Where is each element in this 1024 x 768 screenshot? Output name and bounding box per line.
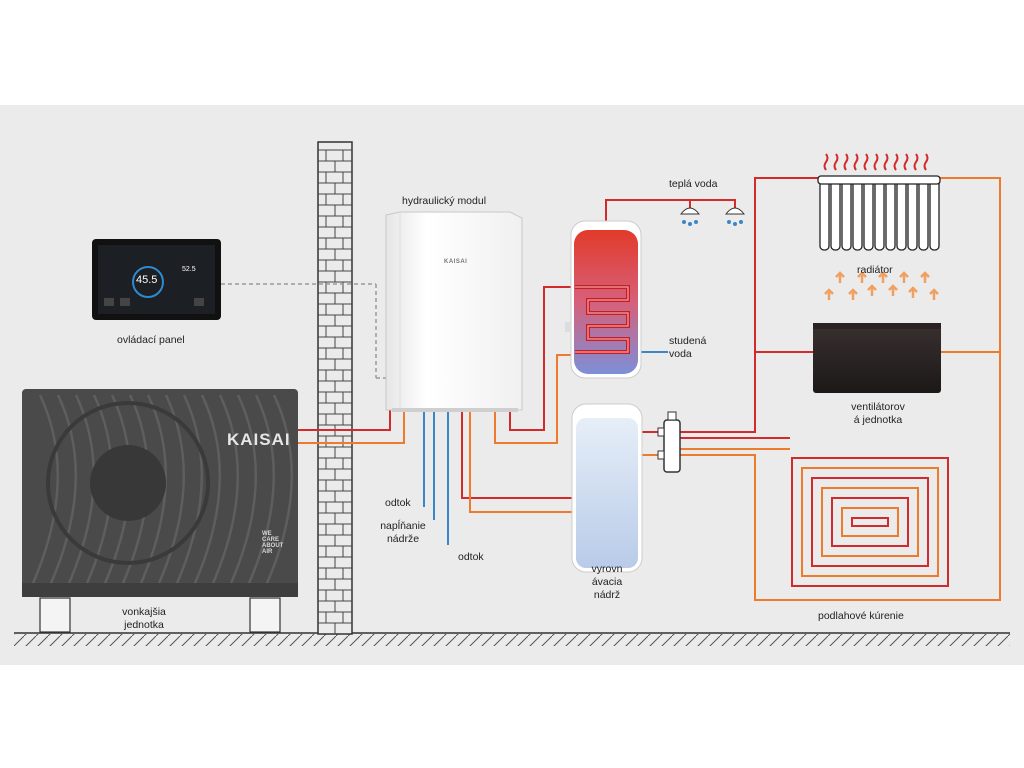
label-hot-water: teplá voda xyxy=(669,178,718,190)
label-fan-coil: ventilátorov á jednotka xyxy=(851,401,905,426)
outdoor-unit-logo: KAISAI xyxy=(227,430,291,449)
up-arrow-icon xyxy=(824,271,939,300)
dhw-tank xyxy=(565,220,642,379)
ground xyxy=(14,632,1010,646)
return-pipe-main xyxy=(680,177,1001,601)
label-outdoor-unit: vonkajšia jednotka xyxy=(122,606,166,631)
panel-side-temp: 52.5 xyxy=(182,266,196,273)
pipes xyxy=(296,177,1001,601)
heat-wave-icon xyxy=(823,153,929,171)
outdoor-unit-tagline: WE CARE ABOUT AIR xyxy=(262,531,284,555)
return-pipe-buffer xyxy=(469,410,574,513)
outdoor-unit xyxy=(22,389,298,633)
label-buffer-tank: vyrovn ávacia nádrž xyxy=(591,563,623,601)
shower-head-icon xyxy=(679,207,746,226)
hot-water-pipe xyxy=(605,199,691,225)
brick-wall xyxy=(317,141,353,635)
label-drain-1: odtok xyxy=(385,497,411,509)
control-panel xyxy=(92,239,420,379)
label-hydraulic-module: hydraulický modul xyxy=(402,195,487,207)
hot-pipe-buffer xyxy=(461,410,574,499)
label-control-panel: ovládací panel xyxy=(117,334,185,346)
supply-pipe-radiator xyxy=(680,177,820,433)
return-pipe-outdoor xyxy=(296,410,405,444)
label-cold-water: studená voda xyxy=(669,335,707,360)
buffer-tank xyxy=(571,403,643,573)
return-pipe-dhw xyxy=(494,354,575,444)
floor-heating-coil xyxy=(791,457,949,587)
radiator xyxy=(817,175,941,251)
label-tank-filling: napĺňanie nádrže xyxy=(380,520,426,545)
hot-pipe-outdoor xyxy=(296,410,391,431)
panel-main-temp: 45.5 xyxy=(136,274,158,286)
manifold xyxy=(657,411,681,473)
label-radiator: radiátor xyxy=(857,264,893,276)
label-floor-heating: podlahové kúrenie xyxy=(818,610,904,622)
hydraulic-module xyxy=(385,211,523,412)
module-logo: KAISAI xyxy=(444,259,468,265)
label-drain-2: odtok xyxy=(458,551,484,563)
fan-icon xyxy=(813,271,941,393)
hot-pipe-dhw xyxy=(509,286,575,431)
